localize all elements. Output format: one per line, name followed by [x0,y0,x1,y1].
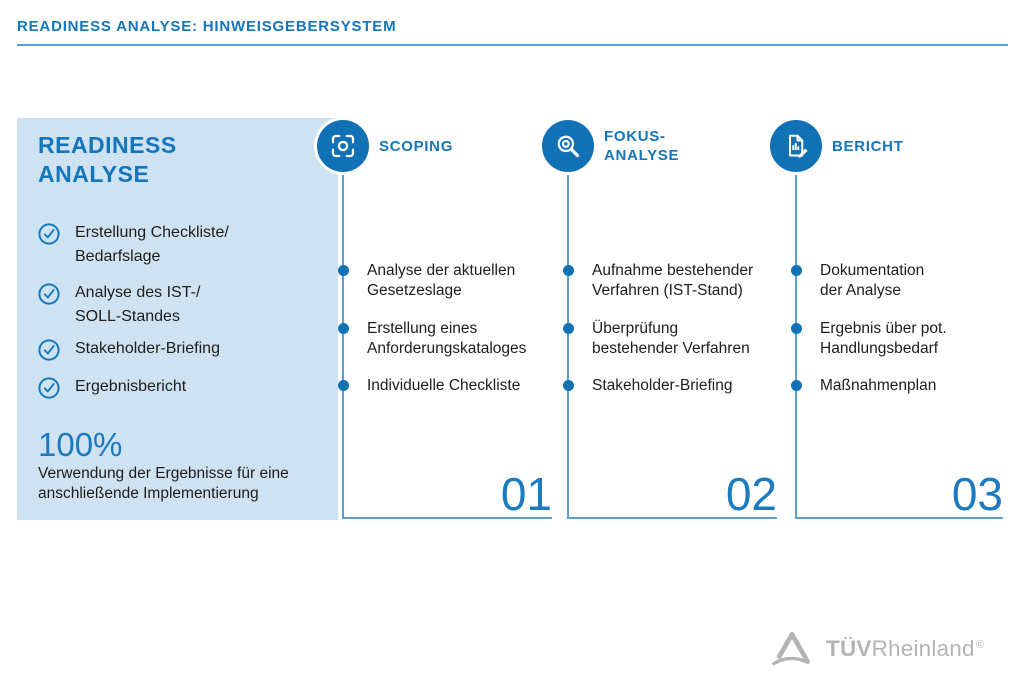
step-label: BERICHT [832,137,904,155]
check-circle-icon [38,223,60,245]
checklist-item: Erstellung Checkliste/ Bedarfslage [38,221,229,268]
step-vertical-line [795,172,797,517]
panel-title: READINESS ANALYSE [38,132,177,187]
step-number: 01 [500,468,552,520]
step-column-scoping: SCOPING Analyse der aktuellen Gesetzesla… [317,118,557,520]
checklist-item-label: Ergebnisbericht [75,378,187,395]
checklist-item: Ergebnisbericht [38,375,186,399]
step-item: Individuelle Checkliste [367,377,521,394]
step-item: Stakeholder-Briefing [592,377,733,394]
step-label: FOKUS- ANALYSE [604,128,680,164]
bullet-dot [337,323,349,334]
bullet-dot [790,323,802,334]
check-circle-icon [38,377,60,399]
bullet-dot [562,265,574,276]
step-number: 02 [725,468,777,520]
magnifier-icon [542,120,594,172]
checklist-item: Analyse des IST-/ SOLL-Standes [38,281,200,328]
checklist-item-label: Stakeholder-Briefing [75,340,220,357]
step-item: Ergebnis über pot. Handlungsbedarf [820,320,947,357]
check-circle-icon [38,283,60,305]
logo-rheinland-text: Rheinland [871,636,975,661]
bullet-dot [337,265,349,276]
percent-value: 100% [38,426,123,463]
step-horizontal-line [795,517,1003,519]
percent-caption: Verwendung der Ergebnisse für eine ansch… [38,465,289,502]
bullet-dot [790,265,802,276]
readiness-analyse-panel: READINESS ANALYSE Erstellung Checkliste/… [17,118,338,520]
registered-mark: ® [975,639,985,651]
step-label: SCOPING [379,137,454,155]
check-circle-icon [38,339,60,361]
scope-target-icon [317,120,369,172]
report-document-icon [770,120,822,172]
bullet-dot [562,380,574,391]
checklist-item: Stakeholder-Briefing [38,337,220,361]
step-item: Dokumentation der Analyse [820,262,925,299]
page-title: READINESS ANALYSE: HINWEISGEBERSYSTEM [17,18,397,35]
bullet-dot [790,380,802,391]
step-column-bericht: BERICHT Dokumentation der Analyse Ergebn… [770,118,1010,520]
step-item: Analyse der aktuellen Gesetzeslage [367,262,516,299]
bullet-dot [337,380,349,391]
step-number: 03 [951,468,1003,520]
step-column-fokus-analyse: FOKUS- ANALYSE Aufnahme bestehender Verf… [542,118,782,520]
step-item: Erstellung eines Anforderungskataloges [367,320,527,357]
step-vertical-line [342,172,344,517]
step-item: Aufnahme bestehender Verfahren (IST-Stan… [592,262,754,299]
step-item: Überprüfung bestehender Verfahren [592,320,750,357]
tuv-triangle-icon [772,630,812,668]
step-horizontal-line [567,517,777,519]
logo-tuv-text: TÜV [826,636,872,661]
step-item: Maßnahmenplan [820,377,937,394]
bullet-dot [562,323,574,334]
checklist-item-label: Erstellung Checkliste/ Bedarfslage [75,224,229,265]
step-vertical-line [567,172,569,517]
step-horizontal-line [342,517,552,519]
checklist-item-label: Analyse des IST-/ SOLL-Standes [75,284,201,325]
title-underline [17,44,1008,46]
